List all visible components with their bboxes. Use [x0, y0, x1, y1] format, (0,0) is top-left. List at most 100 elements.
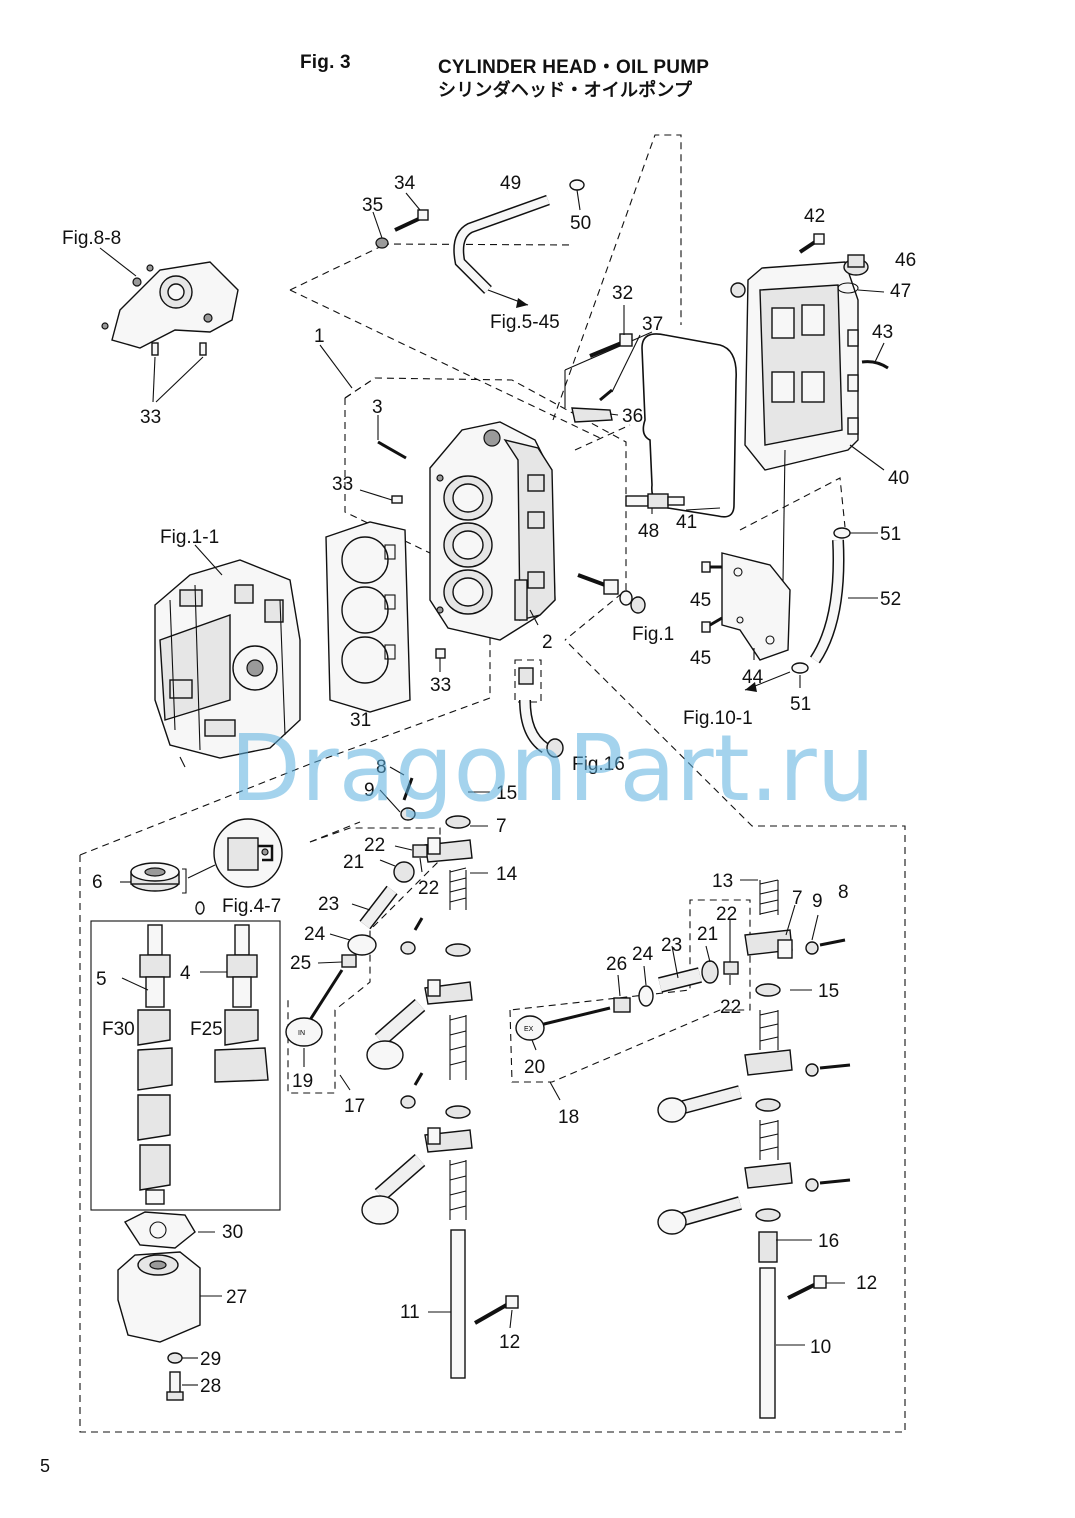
crankcase-block	[154, 544, 301, 768]
callout-f30: F30	[102, 1019, 135, 1040]
watermark: DragonPart.ru	[230, 715, 875, 822]
spark-plug	[625, 493, 685, 509]
callout-18: 18	[558, 1107, 579, 1128]
intake-valve-parts	[285, 844, 428, 1225]
callout-42: 42	[804, 206, 825, 227]
callout-49: 49	[500, 173, 521, 194]
callout-15b: 15	[818, 981, 839, 1002]
callout-34: 34	[394, 173, 416, 194]
callout-33a: 33	[140, 407, 161, 428]
callout-22b: 22	[418, 878, 439, 899]
camshaft-f30	[137, 924, 173, 1205]
callout-numbers: 1 2 3 4 5 6 7 7 8 8 9 9 10 11 12 12 13 1…	[92, 173, 916, 1397]
cylinder-head-cover	[730, 233, 889, 648]
callout-51b: 51	[790, 694, 811, 715]
ref-fig-16: Fig.16	[572, 754, 625, 775]
group-boundaries	[79, 377, 906, 1433]
callout-17: 17	[344, 1096, 365, 1117]
camshaft-frame	[90, 920, 281, 1211]
cover-plate	[701, 552, 791, 661]
callout-20: 20	[524, 1057, 545, 1078]
ref-fig-5-45: Fig.5-45	[490, 312, 560, 333]
callout-26: 26	[606, 954, 627, 975]
ref-fig-1: Fig.1	[632, 624, 674, 645]
cover-gasket	[641, 333, 737, 518]
head-bolts-upper	[571, 333, 633, 423]
head-gasket	[325, 521, 411, 713]
callout-35: 35	[362, 195, 383, 216]
callout-7b: 7	[792, 888, 803, 909]
callout-41: 41	[676, 512, 697, 533]
page-number: 5	[40, 1456, 51, 1476]
callout-45b: 45	[690, 648, 711, 669]
diagram-title: CYLINDER HEAD・OIL PUMP	[438, 57, 710, 78]
callout-43: 43	[872, 322, 893, 343]
callout-15a: 15	[496, 783, 517, 804]
callout-32: 32	[612, 283, 633, 304]
callout-22c: 22	[716, 904, 737, 925]
lower-boundary-left	[79, 582, 491, 856]
callout-30: 30	[222, 1222, 243, 1243]
callout-8a: 8	[376, 757, 387, 778]
callout-12b: 12	[856, 1273, 877, 1294]
callout-21b: 21	[697, 924, 718, 945]
intake-mark: IN	[298, 1030, 305, 1037]
callout-25: 25	[290, 953, 311, 974]
callout-11: 11	[400, 1302, 420, 1323]
callout-3: 3	[372, 397, 383, 418]
callout-8b: 8	[838, 882, 849, 903]
ref-fig-4-7: Fig.4-7	[222, 896, 281, 917]
callout-50: 50	[570, 213, 591, 234]
callout-29: 29	[200, 1349, 221, 1370]
callout-37: 37	[642, 314, 663, 335]
callout-28: 28	[200, 1376, 221, 1397]
exhaust-mark: EX	[524, 1026, 534, 1033]
callout-leaders	[120, 189, 885, 1386]
ref-fig-1-1: Fig.1-1	[160, 527, 219, 548]
callout-33b: 33	[332, 474, 353, 495]
callout-f25: F25	[190, 1019, 223, 1040]
callout-22d: 22	[720, 997, 741, 1018]
fig-number: Fig. 3	[300, 52, 351, 73]
callout-51a: 51	[880, 524, 901, 545]
callout-47: 47	[890, 281, 911, 302]
callout-14: 14	[496, 864, 518, 885]
intake-valve-set-boundary	[287, 827, 441, 1094]
callout-36: 36	[622, 406, 643, 427]
callout-48: 48	[638, 521, 659, 542]
callout-33c: 33	[430, 675, 451, 696]
callout-24b: 24	[632, 944, 654, 965]
oil-seal	[130, 862, 205, 915]
timing-mark-inset	[187, 818, 283, 888]
callout-22a: 22	[364, 835, 385, 856]
callout-23a: 23	[318, 894, 339, 915]
exhaust-valve-set-boundary	[509, 899, 751, 1083]
callout-2: 2	[542, 632, 553, 653]
small-hose	[514, 659, 564, 758]
valve-marks: IN EX	[298, 1026, 534, 1037]
exhaust-valve-parts	[515, 960, 739, 1041]
callout-16: 16	[818, 1231, 839, 1252]
callout-9a: 9	[364, 780, 375, 801]
diagram-title-japanese: シリンダヘッド・オイルポンプ	[438, 80, 693, 101]
callout-31: 31	[350, 710, 371, 731]
callout-10: 10	[810, 1337, 831, 1358]
thermostat-parts	[577, 573, 646, 614]
callout-21a: 21	[343, 852, 364, 873]
callout-52: 52	[880, 589, 901, 610]
callout-44: 44	[742, 667, 764, 688]
callout-27: 27	[226, 1287, 247, 1308]
ref-fig-10-1: Fig.10-1	[683, 708, 753, 729]
figure-references: Fig.8-8 Fig.5-45 Fig.1-1 Fig.1 Fig.16 Fi…	[62, 228, 753, 917]
cylinder-head	[429, 421, 556, 641]
callout-7a: 7	[496, 816, 507, 837]
bracket-assembly	[99, 247, 239, 403]
oil-pump-assembly	[117, 1211, 201, 1401]
callout-12a: 12	[499, 1332, 520, 1353]
camshaft-f25	[214, 924, 269, 1083]
callout-46: 46	[895, 250, 916, 271]
lower-valvetrain-boundary	[79, 639, 906, 1433]
water-hose	[744, 527, 851, 692]
callout-9b: 9	[812, 891, 823, 912]
